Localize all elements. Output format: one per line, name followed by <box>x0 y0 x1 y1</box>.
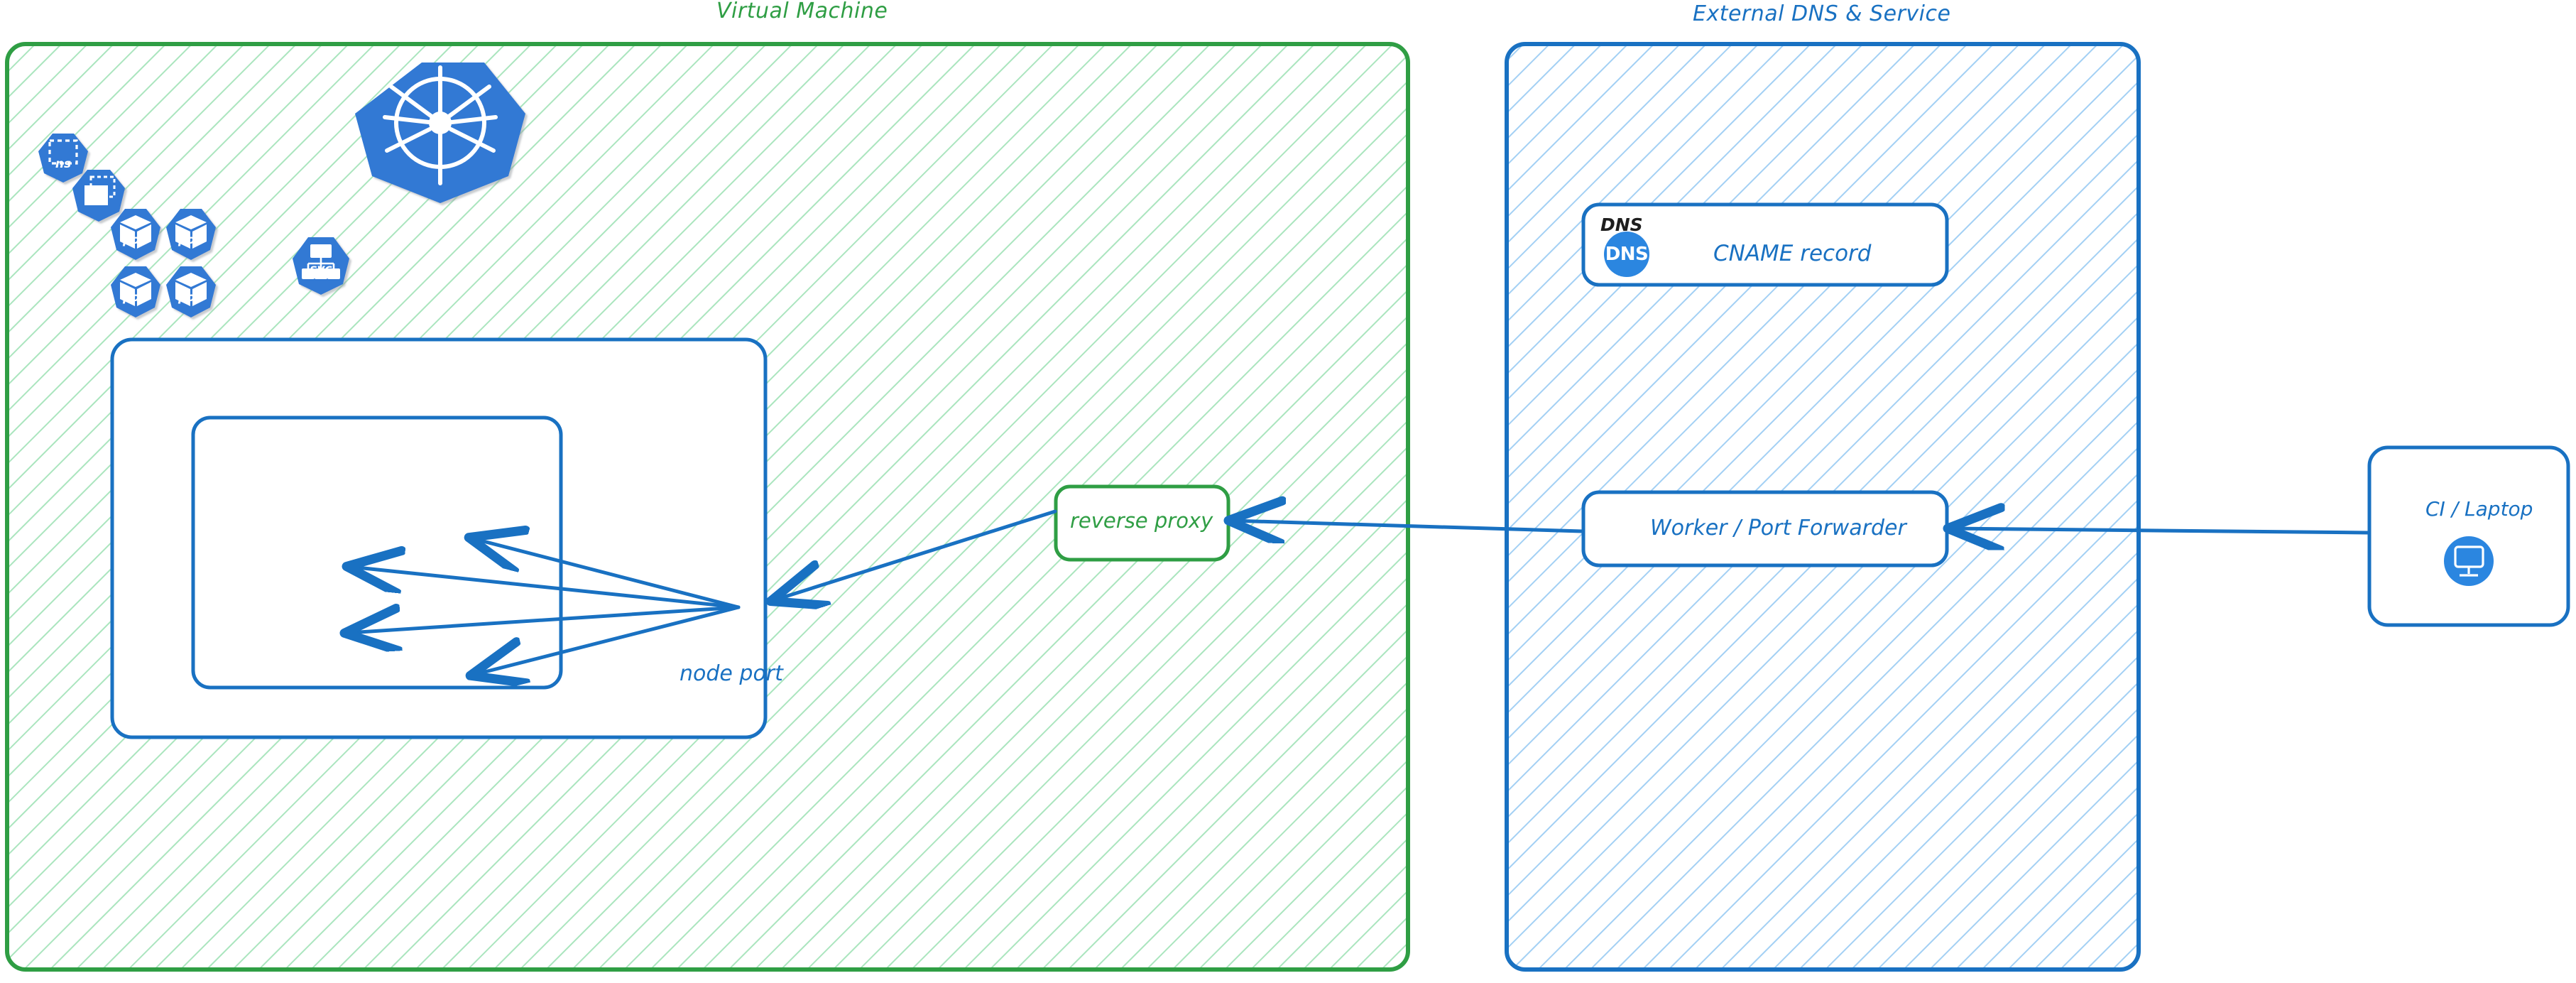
pod-icon <box>166 266 216 317</box>
pod-label: pod <box>178 233 204 247</box>
namespace-label: ns <box>55 157 72 171</box>
client-label: CI / Laptop <box>2425 497 2533 521</box>
edge-service-to-pod-4 <box>474 605 741 675</box>
dns-kind-label: DNS <box>1600 214 1643 235</box>
edge-proxy-to-service <box>774 509 1057 600</box>
edge-worker-to-proxy <box>1232 521 1584 531</box>
cname-record-label: CNAME record <box>1713 241 1872 266</box>
reverse-proxy-label: reverse proxy <box>1070 509 1213 533</box>
node-port-caption: node port <box>680 661 783 686</box>
monitor-circle-icon <box>2444 536 2494 586</box>
group-title-external-dns: External DNS & Service <box>1693 1 1951 26</box>
edge-client-to-worker <box>1951 528 2370 533</box>
group-title-virtual-machine: Virtual Machine <box>716 0 888 23</box>
service-icon <box>293 237 349 295</box>
kubernetes-logo-icon <box>355 63 525 203</box>
pod-label: pod <box>178 290 204 305</box>
edge-service-to-pod-2 <box>472 538 741 609</box>
pod-icon <box>166 209 216 260</box>
dns-card-box[interactable] <box>1581 202 1949 287</box>
edge-service-to-pod-1 <box>350 567 741 609</box>
pod-label: pod <box>122 290 149 305</box>
service-label: svc <box>310 262 332 276</box>
dns-badge: DNS <box>1604 244 1649 265</box>
pod-label: pod <box>122 233 149 247</box>
replicaset-label: rs <box>92 192 106 207</box>
replicaset-icon <box>72 170 125 222</box>
pod-icon <box>111 266 160 317</box>
edge-service-to-pod-3 <box>348 607 741 633</box>
dns-badge-label: DNS <box>1605 244 1649 265</box>
worker-label: Worker / Port Forwarder <box>1650 516 1906 541</box>
pod-icon <box>111 209 160 260</box>
namespace-icon <box>38 134 88 183</box>
dns-circle-icon <box>1604 232 1649 277</box>
